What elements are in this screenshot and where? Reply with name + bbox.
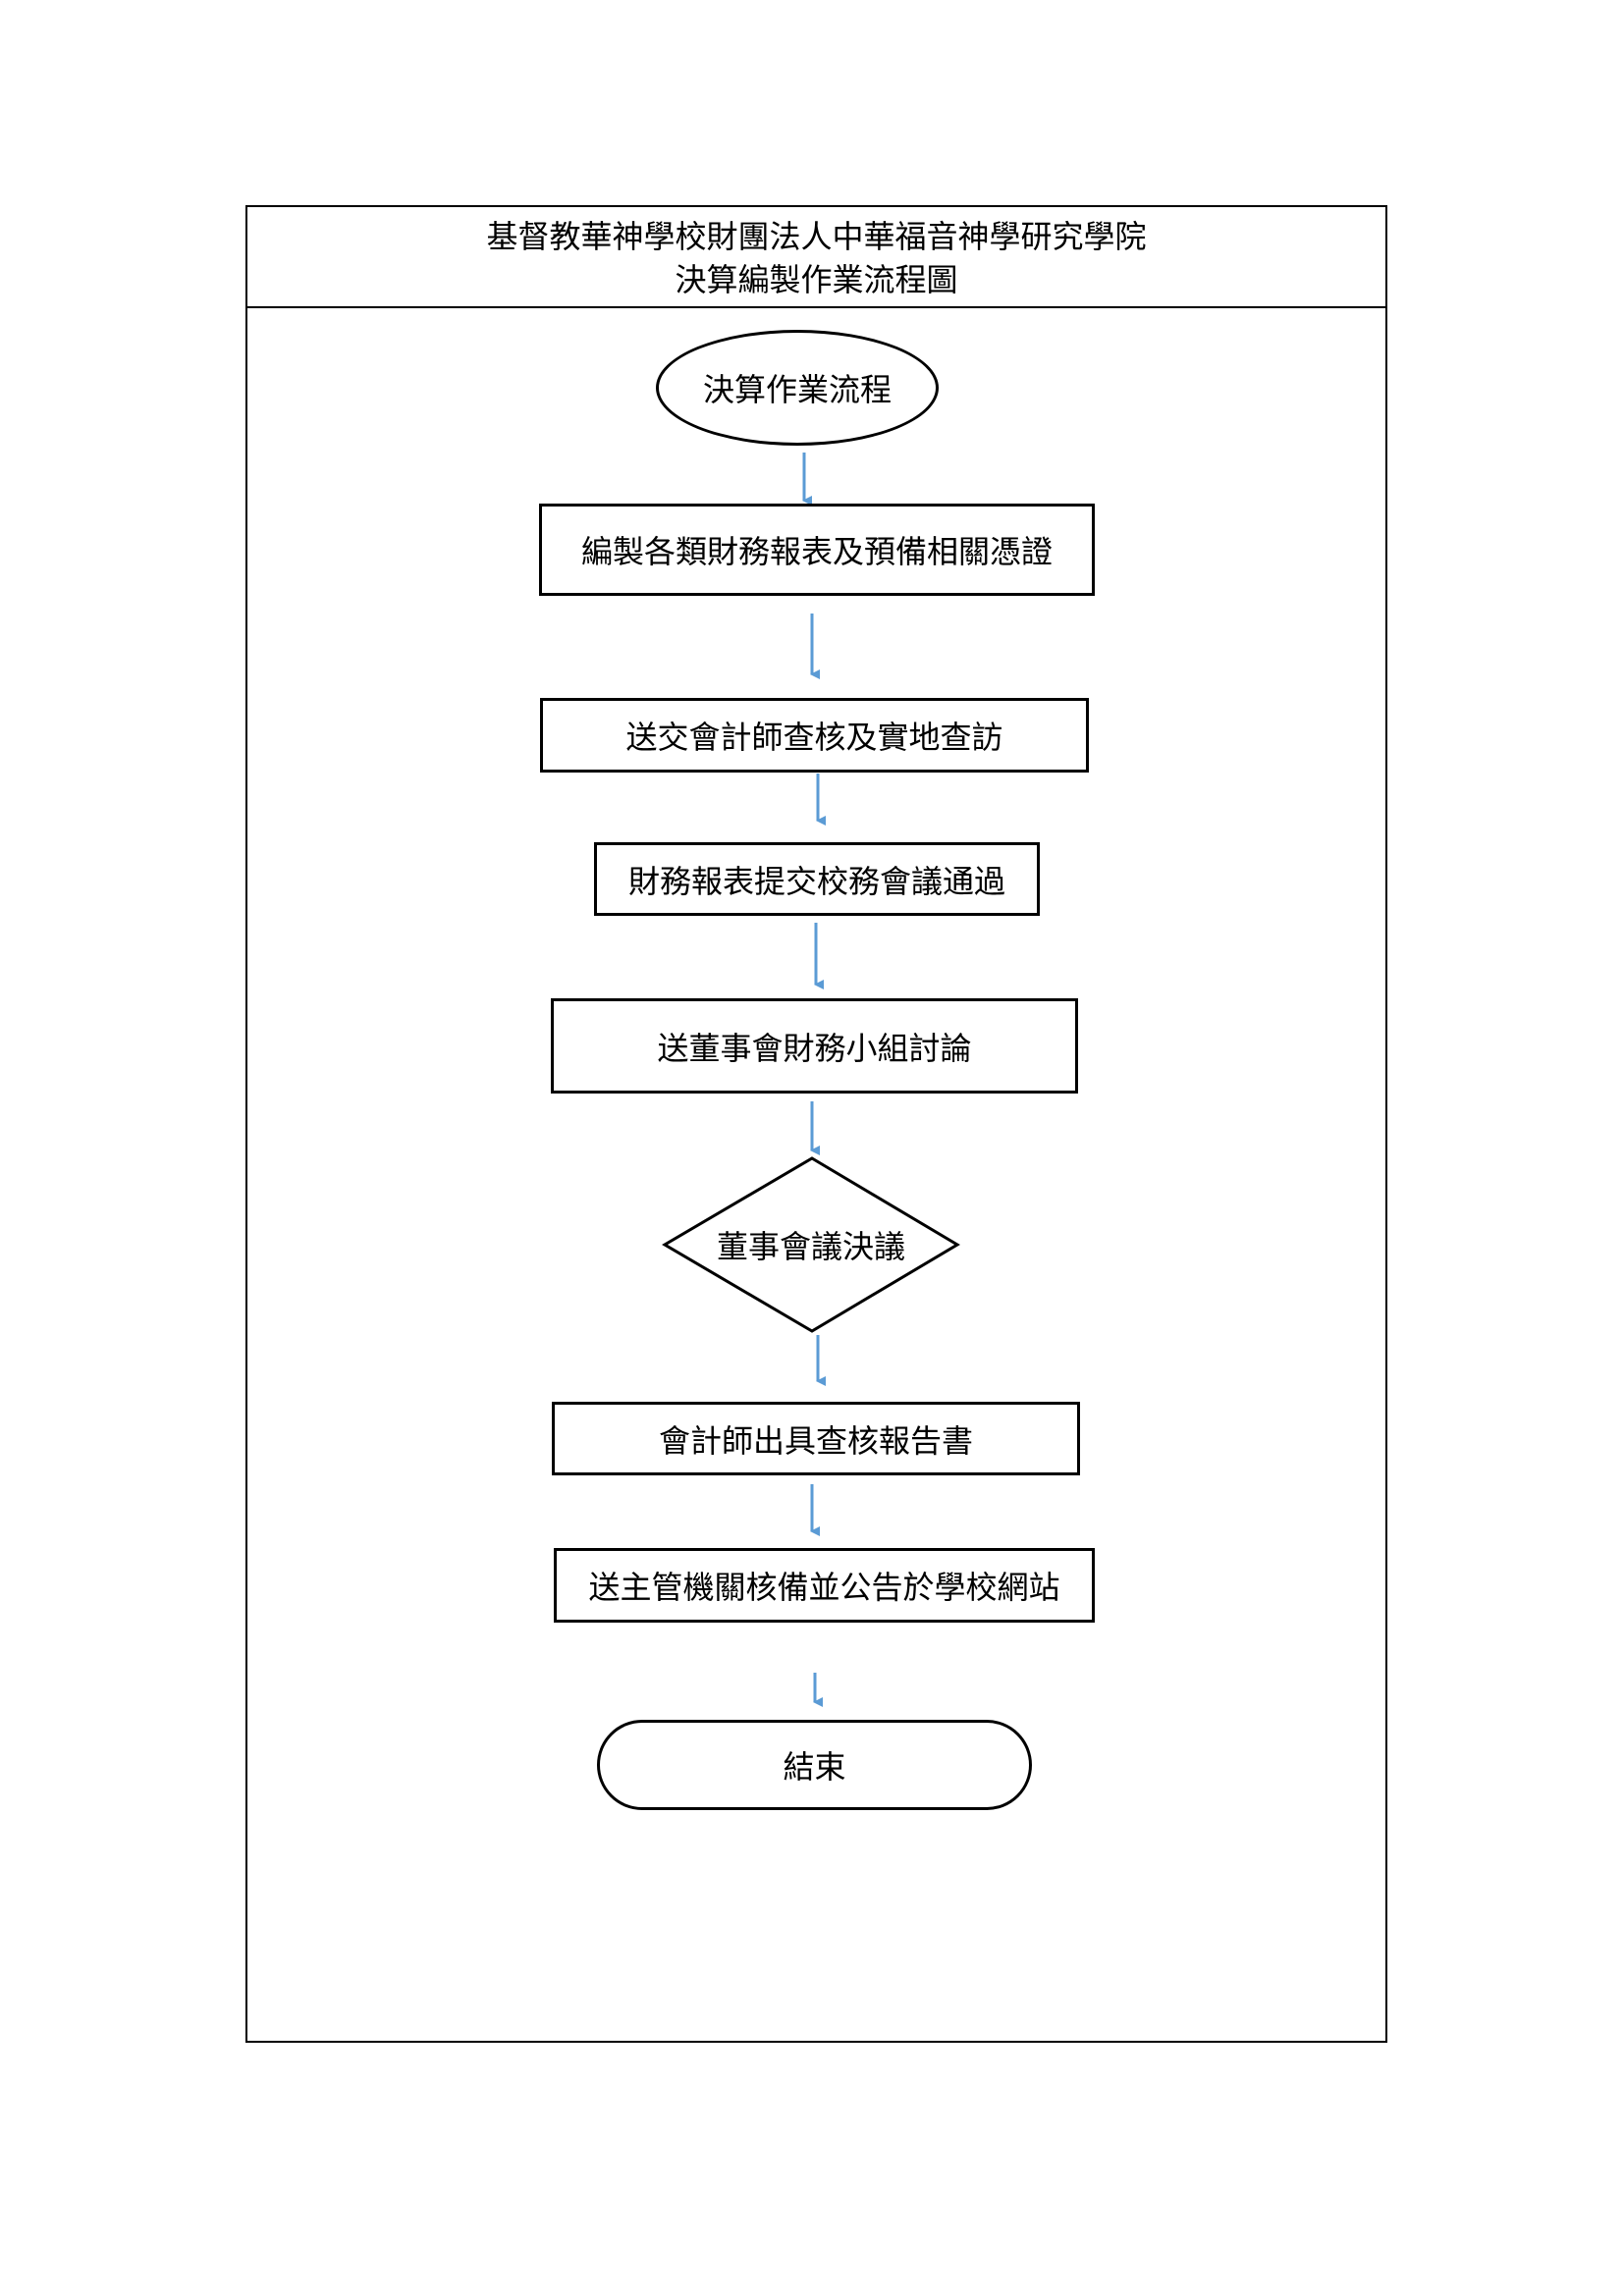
- step3-box: 財務報表提交校務會議通過: [594, 842, 1040, 916]
- step5-box: 會計師出具查核報告書: [552, 1402, 1080, 1475]
- flowchart-title: 決算編製作業流程圖: [675, 261, 958, 298]
- institution-title: 基督教華神學校財團法人中華福音神學研究學院: [486, 218, 1147, 255]
- step5-label: 會計師出具查核報告書: [658, 1421, 973, 1460]
- step3-label: 財務報表提交校務會議通過: [627, 862, 1005, 900]
- decision-label: 董事會議決議: [716, 1228, 905, 1265]
- end-terminal: 結束: [597, 1720, 1032, 1810]
- flowchart-frame: 基督教華神學校財團法人中華福音神學研究學院 決算編製作業流程圖: [245, 205, 1387, 2043]
- step2-label: 送交會計師查核及實地查訪: [625, 719, 1003, 756]
- step4-label: 送董事會財務小組討論: [657, 1029, 972, 1067]
- start-label: 決算作業流程: [702, 371, 892, 408]
- step6-box: 送主管機關核備並公告於學校網站: [554, 1548, 1095, 1623]
- end-label: 結束: [783, 1748, 846, 1786]
- flowchart-header: 基督教華神學校財團法人中華福音神學研究學院 決算編製作業流程圖: [247, 207, 1385, 308]
- decision-diamond: [662, 1156, 960, 1333]
- step1-label: 編製各類財務報表及預備相關憑證: [580, 533, 1053, 570]
- step2-box: 送交會計師查核及實地查訪: [540, 698, 1089, 773]
- step6-label: 送主管機關核備並公告於學校網站: [588, 1569, 1060, 1606]
- step1-box: 編製各類財務報表及預備相關憑證: [539, 504, 1095, 596]
- step4-box: 送董事會財務小組討論: [551, 998, 1078, 1094]
- start-oval: 決算作業流程: [656, 330, 939, 446]
